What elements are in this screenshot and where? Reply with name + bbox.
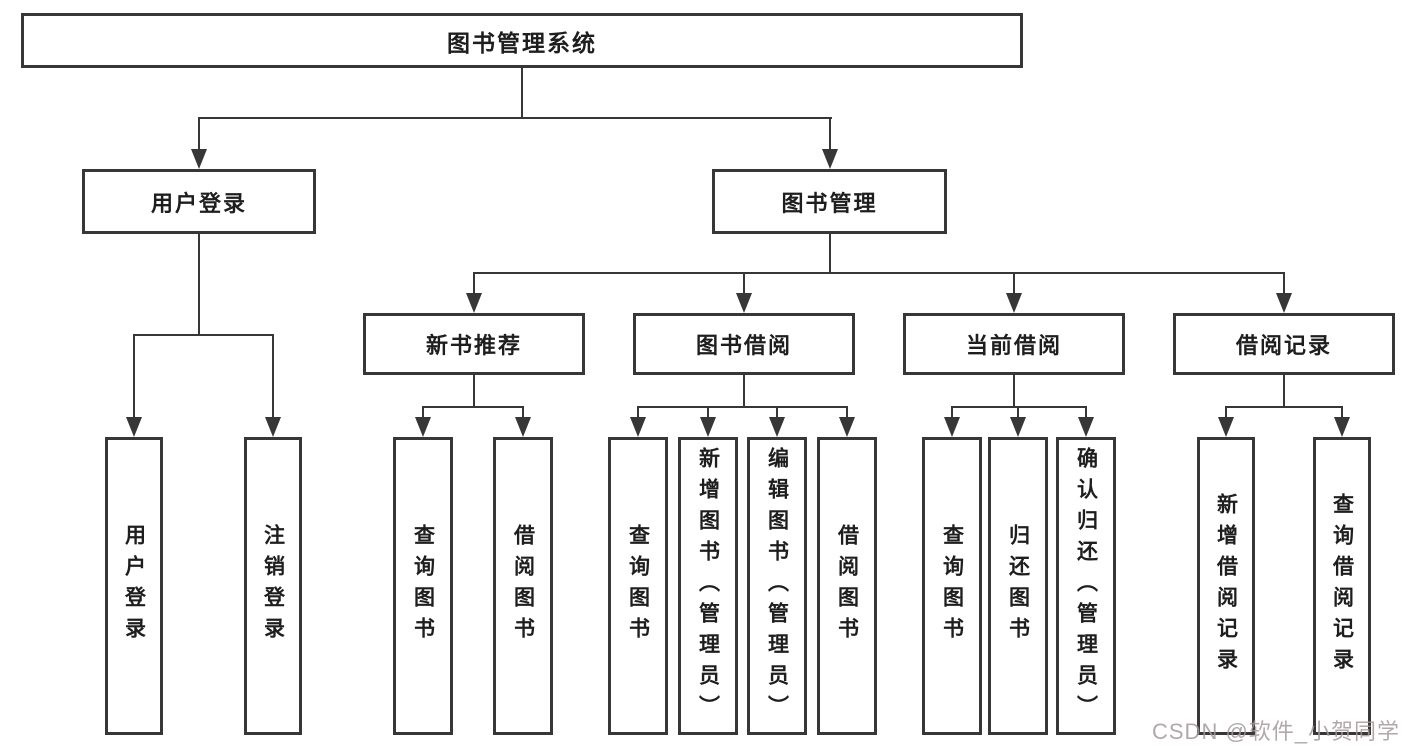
node-label: 新增借阅记录 [1214, 493, 1238, 679]
connector-branch [1085, 406, 1087, 420]
arrowhead-icon [1334, 417, 1350, 437]
arrowhead-icon [839, 417, 855, 437]
arrowhead-icon [822, 149, 838, 169]
arrowhead-icon [1078, 417, 1094, 437]
node-new-book-recommendation: 新书推荐 [363, 313, 585, 375]
connector-root-stem [521, 68, 523, 118]
arrowhead-icon [769, 417, 785, 437]
node-user-login: 用户登录 [82, 169, 316, 234]
connector-to-book-borrow [743, 272, 745, 296]
node-label: 当前借阅 [965, 333, 1062, 358]
leaf-add-borrow-record: 新增借阅记录 [1197, 437, 1255, 735]
connector-new-book-split [422, 406, 524, 408]
connector-branch [637, 406, 639, 420]
leaf-confirm-return-admin: 确认归还（管理员） [1056, 437, 1116, 735]
connector-user-login-stem [198, 234, 200, 336]
leaf-borrow-books: 借阅图书 [817, 437, 877, 735]
connector-new-book-stem [473, 375, 475, 408]
node-label: 查询图书 [411, 524, 435, 648]
leaf-query-books-current: 查询图书 [922, 437, 982, 735]
node-label: 归还图书 [1006, 524, 1030, 648]
connector-to-leaf-user-login [133, 334, 135, 420]
connector-to-borrow-records [1283, 272, 1285, 296]
node-label: 图书借阅 [695, 333, 792, 358]
arrowhead-icon [700, 417, 716, 437]
leaf-logout: 注销登录 [244, 437, 302, 735]
arrowhead-icon [265, 417, 281, 437]
node-book-borrowing: 图书借阅 [633, 313, 855, 375]
node-label: 图书管理系统 [447, 29, 597, 56]
node-label: 查询图书 [940, 524, 964, 648]
connector-book-borrow-split [637, 406, 848, 408]
node-label: 编辑图书（管理员） [765, 446, 789, 726]
node-label: 新增图书（管理员） [696, 446, 720, 726]
connector-branch [846, 406, 848, 420]
node-book-management: 图书管理 [712, 169, 947, 234]
csdn-watermark: CSDN @软件_小贺同学 [1152, 719, 1401, 744]
connector-user-login-split [133, 334, 274, 336]
connector-branch [707, 406, 709, 420]
node-label: 新书推荐 [425, 333, 522, 358]
connector-branch [1225, 406, 1227, 420]
connector-to-book-management [829, 117, 831, 151]
leaf-add-books-admin: 新增图书（管理员） [678, 437, 738, 735]
node-label: 用户登录 [122, 524, 146, 648]
leaf-edit-books-admin: 编辑图书（管理员） [747, 437, 807, 735]
connector-to-leaf-logout [272, 334, 274, 420]
leaf-query-borrow-record: 查询借阅记录 [1313, 437, 1371, 735]
connector-branch [522, 406, 524, 420]
connector-book-management-split [473, 272, 1285, 274]
arrowhead-icon [1218, 417, 1234, 437]
leaf-user-login: 用户登录 [105, 437, 163, 735]
node-label: 查询借阅记录 [1330, 493, 1354, 679]
arrowhead-icon [415, 417, 431, 437]
node-label: 借阅图书 [511, 524, 535, 648]
node-current-borrowing: 当前借阅 [903, 313, 1125, 375]
arrowhead-icon [126, 417, 142, 437]
connector-branch [951, 406, 953, 420]
arrowhead-icon [515, 417, 531, 437]
node-label: 注销登录 [261, 524, 285, 648]
leaf-return-books: 归还图书 [988, 437, 1048, 735]
node-label: 借阅记录 [1235, 333, 1332, 358]
node-label: 确认归还（管理员） [1074, 446, 1098, 726]
node-label: 用户登录 [150, 190, 247, 216]
node-label: 图书管理 [781, 190, 878, 216]
connector-branch [776, 406, 778, 420]
arrowhead-icon [1006, 293, 1022, 313]
connector-book-borrow-stem [743, 375, 745, 408]
arrowhead-icon [466, 293, 482, 313]
arrowhead-icon [736, 293, 752, 313]
node-label: 查询图书 [626, 524, 650, 648]
node-library-management-system: 图书管理系统 [21, 13, 1023, 68]
arrowhead-icon [630, 417, 646, 437]
connector-root-split [198, 117, 832, 119]
connector-book-management-stem [829, 234, 831, 274]
connector-to-current-borrow [1013, 272, 1015, 296]
leaf-borrow-books-recommend: 借阅图书 [493, 437, 553, 735]
connector-branch [1341, 406, 1343, 420]
node-label: 借阅图书 [835, 524, 859, 648]
connector-current-borrow-split [951, 406, 1087, 408]
connector-to-new-book [473, 272, 475, 296]
leaf-query-books-borrow: 查询图书 [608, 437, 668, 735]
arrowhead-icon [1010, 417, 1026, 437]
arrowhead-icon [191, 149, 207, 169]
arrowhead-icon [1276, 293, 1292, 313]
connector-branch [422, 406, 424, 420]
leaf-query-books-recommend: 查询图书 [393, 437, 453, 735]
connector-borrow-records-stem [1283, 375, 1285, 408]
connector-current-borrow-stem [1013, 375, 1015, 408]
connector-branch [1017, 406, 1019, 420]
connector-borrow-records-split [1225, 406, 1343, 408]
node-borrowing-records: 借阅记录 [1173, 313, 1395, 375]
arrowhead-icon [944, 417, 960, 437]
connector-to-user-login [198, 117, 200, 151]
